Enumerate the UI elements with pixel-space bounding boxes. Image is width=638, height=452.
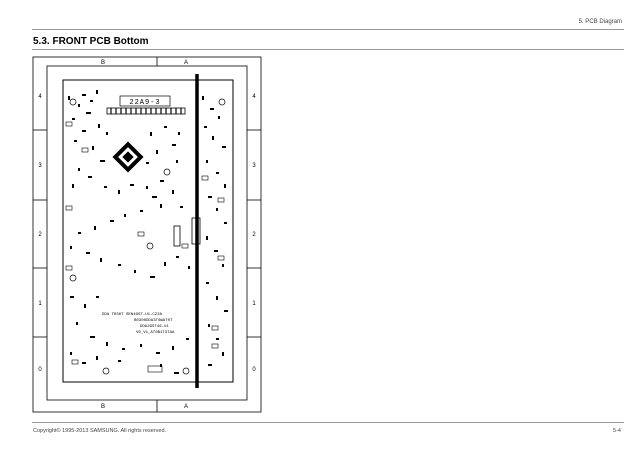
copyright: Copyright© 1995-2013 SAMSUNG. All rights… [33,428,167,434]
silkscreen-line: DDA2GST46-U1 [140,325,169,329]
component-outlines [65,121,225,373]
section-label: 5. PCB Diagram [578,19,622,25]
silkscreen-line: B0300DDA3TSWAT0T [134,319,173,323]
mount-hole [163,168,171,176]
row-label-left-2: 2 [38,232,42,238]
title-rule [32,49,624,50]
header-rule [32,29,624,30]
col-label-top-b: B [101,60,105,66]
page-number: 5-4 [613,428,621,434]
components [68,90,228,374]
row-label-left-0: 0 [38,367,42,373]
row-label-right-1: 1 [252,301,256,307]
mount-hole [182,367,190,375]
silkscreen-line: V0_V1_AT0B1T3TAA [136,331,175,335]
mount-hole [102,367,110,375]
pcb-board: 22A9-3 DDA TR30T SEN4GST-U1-CZ2A B0300DD… [62,74,234,388]
connector-pins [110,108,182,114]
row-label-right-4: 4 [252,94,256,100]
row-label-left-4: 4 [38,94,42,100]
col-label-bottom-b: B [101,404,105,410]
col-label-top-a: A [184,60,188,66]
mount-hole [69,274,77,282]
mount-hole [146,242,154,250]
grid-frame [32,56,262,413]
row-label-right-0: 0 [252,367,256,373]
row-label-right-3: 3 [252,163,256,169]
main-ic [112,141,144,173]
col-label-bottom-a: A [184,404,188,410]
mount-hole [218,98,226,106]
mount-hole [69,98,77,106]
board-label: 22A9-3 [129,99,160,107]
ic-vertical-2 [173,225,181,247]
silkscreen-text: DDA TR30T SEN4GST-U1-CZ2A B0300DDA3TSWAT… [102,313,175,335]
board-label-box [119,95,171,107]
board-outline [62,79,234,383]
row-label-left-3: 3 [38,163,42,169]
row-label-right-2: 2 [252,232,256,238]
footer-rule [32,422,624,423]
silkscreen-line: DDA TR30T SEN4GST-U1-CZ2A [102,313,163,317]
page-title: 5.3. FRONT PCB Bottom [33,36,149,47]
row-label-left-1: 1 [38,301,42,307]
